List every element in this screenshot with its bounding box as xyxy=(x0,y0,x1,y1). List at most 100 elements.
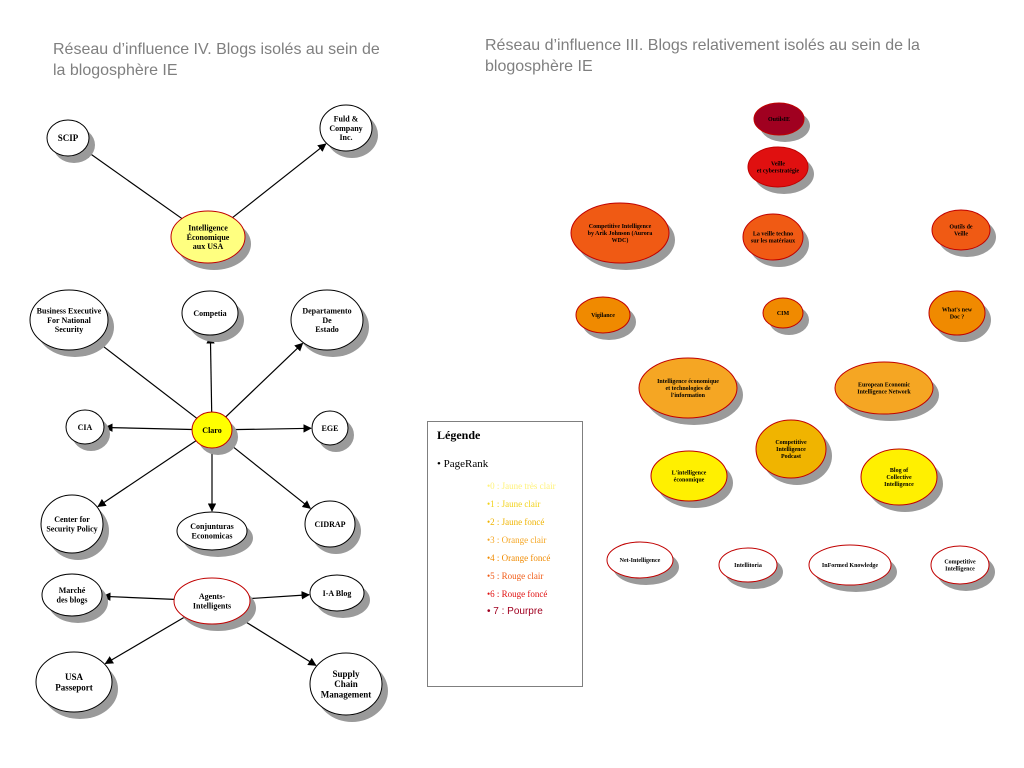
node-ellipse xyxy=(747,146,809,188)
node-label: et cyberstratégie xyxy=(757,169,800,175)
node-ellipse xyxy=(309,652,383,716)
edge-arrow xyxy=(96,341,198,419)
node-ellipse xyxy=(808,544,892,586)
node-ellipse xyxy=(575,296,631,334)
node-label: Competitive xyxy=(944,560,976,566)
node-ellipse xyxy=(173,577,251,625)
node-ellipse xyxy=(181,290,239,336)
node-outilsie: OutilsIE xyxy=(753,102,805,136)
node-ellipse xyxy=(311,410,349,446)
node-ellipse xyxy=(718,547,778,583)
node-label: Claro xyxy=(202,426,221,435)
node-label: l'information xyxy=(671,393,706,399)
node-label: Intelligence Network xyxy=(857,390,911,396)
node-label: Outils de xyxy=(949,225,973,231)
node-label: Veille xyxy=(954,232,968,238)
node-vigilance: Vigilance xyxy=(575,296,631,334)
node-label: Intelligence xyxy=(945,567,975,573)
edge-arrow xyxy=(102,592,175,601)
node-ellipse xyxy=(650,450,728,502)
node-ellipse xyxy=(860,448,938,506)
node-ellipse xyxy=(170,210,246,264)
edge-arrow xyxy=(104,423,193,432)
node-label: aux USA xyxy=(193,242,224,251)
node-ellipse xyxy=(762,297,804,329)
node-label: CIM xyxy=(777,311,790,317)
node-label: Agents- xyxy=(199,592,226,601)
legend-item: •3 : Orange clair xyxy=(487,535,547,545)
node-ellipse xyxy=(742,213,804,261)
node-net-intelligence: Net-Intelligence xyxy=(606,541,674,579)
node-ellipse xyxy=(35,651,113,713)
node-label: Chain xyxy=(334,679,358,689)
node-label: InFormed Knowledge xyxy=(822,563,879,569)
left-diagram-title: Réseau d’influence IV. Blogs isolés au s… xyxy=(53,41,380,79)
node-ellipse xyxy=(638,357,738,419)
node-label: sur les matériaux xyxy=(751,239,795,245)
legend-list: •0 : Jaune très clair•1 : Jaune clair•2 … xyxy=(487,477,556,621)
right-diagram-title: Réseau d’influence III. Blogs relativeme… xyxy=(485,37,920,75)
node-label: Economicas xyxy=(192,531,233,540)
node-ellipse xyxy=(46,119,90,157)
node-cidrap: CIDRAP xyxy=(304,500,356,548)
node-label: Supply xyxy=(332,669,360,679)
node-label: Doc ? xyxy=(950,315,965,321)
node-label: Fuld & xyxy=(334,115,359,124)
node-intellitoria: Intellitoria xyxy=(718,547,778,583)
node-label: Intelligence xyxy=(884,482,914,488)
node-label: Podcast xyxy=(781,454,801,460)
edge-arrow xyxy=(206,335,215,413)
node-ellipse xyxy=(176,511,248,551)
node-agents: Agents-Intelligents xyxy=(173,577,251,625)
node-label: Departamento xyxy=(302,307,351,316)
node-ellipse xyxy=(931,209,991,251)
node-ellipse xyxy=(928,290,986,336)
node-label: Marché xyxy=(59,586,86,595)
edge-arrow xyxy=(249,591,310,600)
node-label: Intellitoria xyxy=(734,563,762,569)
node-label: I-A Blog xyxy=(323,589,352,598)
node-label: Blog of xyxy=(890,468,909,474)
node-label: Intelligence xyxy=(776,447,806,453)
node-cia: CIA xyxy=(65,409,105,445)
legend-item: •5 : Rouge clair xyxy=(487,571,544,581)
node-label: Net-Intelligence xyxy=(620,558,661,564)
node-label: CIDRAP xyxy=(314,520,345,529)
node-ege: EGE xyxy=(311,410,349,446)
node-label: WDC) xyxy=(612,237,629,244)
node-label: Collective xyxy=(886,475,912,481)
node-label: et technologies de xyxy=(666,386,711,392)
node-label: Intelligence économique xyxy=(657,379,719,385)
node-label: Passeport xyxy=(55,682,93,692)
node-label: Vigilance xyxy=(591,313,615,319)
node-ellipse xyxy=(40,494,104,554)
legend-box: Légende • PageRank •0 : Jaune très clair… xyxy=(427,421,583,687)
edge-arrow xyxy=(104,616,186,665)
node-ellipse xyxy=(65,409,105,445)
node-label: La veille techno xyxy=(753,232,793,238)
node-label: économique xyxy=(674,478,705,484)
legend-item: •6 : Rouge foncé xyxy=(487,589,548,599)
node-label: Company xyxy=(329,124,362,133)
node-label: For National xyxy=(47,316,91,325)
node-label: Business Executive xyxy=(37,307,102,316)
node-ellipse xyxy=(191,411,233,449)
node-ia-blog: I-A Blog xyxy=(309,574,365,612)
node-label: des blogs xyxy=(57,595,88,604)
node-competia: Competia xyxy=(181,290,239,336)
node-ellipse xyxy=(570,202,670,264)
